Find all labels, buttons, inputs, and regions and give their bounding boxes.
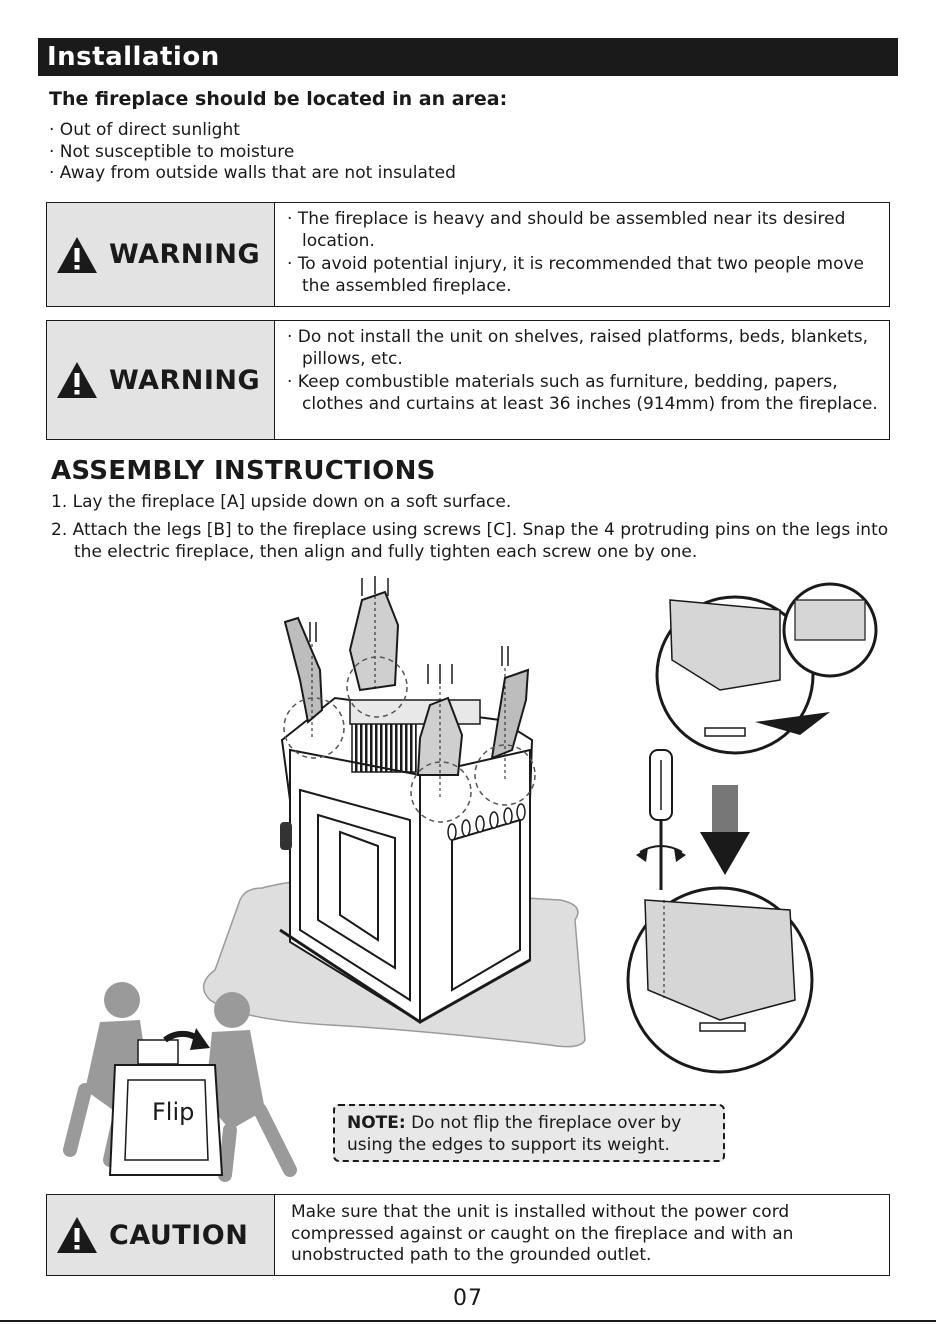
warning-box-1: WARNING · The fireplace is heavy and sho… bbox=[46, 202, 890, 307]
detail-circle-top bbox=[655, 582, 878, 755]
focus-circles bbox=[283, 656, 536, 823]
warning-triangle-icon bbox=[57, 362, 97, 398]
warning-triangle-icon bbox=[57, 236, 97, 273]
location-item: · Out of direct sunlight bbox=[49, 120, 240, 140]
warning-text-list: · Do not install the unit on shelves, ra… bbox=[287, 327, 887, 417]
flip-arrow-icon bbox=[190, 1028, 210, 1050]
assembly-step: 1. Lay the fireplace [A] upside down on … bbox=[51, 492, 512, 512]
screws bbox=[309, 576, 509, 684]
caution-text: Make sure that the unit is installed wit… bbox=[291, 1202, 794, 1265]
assembly-title: ASSEMBLY INSTRUCTIONS bbox=[51, 456, 436, 486]
caution-triangle-icon bbox=[57, 1217, 97, 1253]
warning-item: · Do not install the unit on shelves, ra… bbox=[287, 327, 869, 369]
power-plug bbox=[280, 822, 292, 850]
note-box: NOTE: Do not flip the fireplace over by … bbox=[333, 1104, 725, 1162]
fireplace-oval-holes bbox=[447, 803, 526, 841]
location-list: · Out of direct sunlight · Not susceptib… bbox=[49, 120, 456, 185]
fireplace-legs bbox=[283, 590, 530, 776]
fireplace-top-panel bbox=[349, 699, 481, 725]
caution-box: CAUTION Make sure that the unit is insta… bbox=[46, 1194, 890, 1276]
pointer-arrow-icon bbox=[755, 712, 830, 735]
warning-label: WARNING bbox=[109, 239, 261, 270]
flip-label: Flip bbox=[152, 1098, 195, 1126]
location-item: · Away from outside walls that are not i… bbox=[49, 163, 456, 183]
detail-circle-bottom bbox=[626, 886, 814, 1074]
warning-item: · To avoid potential injury, it is recom… bbox=[287, 254, 864, 296]
down-arrow-icon bbox=[700, 785, 750, 875]
note-text: Do not flip the fireplace over by using … bbox=[347, 1113, 682, 1155]
caution-label-cell: CAUTION bbox=[47, 1195, 275, 1275]
bottom-rule bbox=[0, 1320, 936, 1322]
assembly-illustration bbox=[63, 576, 878, 1182]
warning-label-cell: WARNING bbox=[47, 321, 275, 439]
screwdriver-icon bbox=[636, 749, 686, 890]
fireplace-vent-grille bbox=[351, 721, 417, 773]
warning-label-cell: WARNING bbox=[47, 203, 275, 306]
assembly-steps: 1. Lay the fireplace [A] upside down on … bbox=[51, 491, 901, 569]
guide-lines bbox=[311, 596, 506, 800]
warning-text-list: · The fireplace is heavy and should be a… bbox=[287, 209, 887, 299]
warning-label: WARNING bbox=[109, 364, 261, 396]
warning-item: · The fireplace is heavy and should be a… bbox=[287, 209, 846, 251]
location-item: · Not susceptible to moisture bbox=[49, 141, 295, 162]
note-label: NOTE: bbox=[347, 1113, 406, 1133]
people-flipping-illustration bbox=[63, 982, 297, 1182]
assembly-step: 2. Attach the legs [B] to the fireplace … bbox=[51, 520, 889, 562]
warning-box-2: WARNING · Do not install the unit on she… bbox=[46, 320, 890, 440]
warning-item: · Keep combustible materials such as fur… bbox=[287, 372, 878, 414]
page-number: 07 bbox=[453, 1286, 483, 1311]
section-header-bar bbox=[38, 38, 898, 76]
location-heading: The fireplace should be located in an ar… bbox=[49, 88, 508, 110]
caution-label: CAUTION bbox=[109, 1219, 249, 1251]
section-title: Installation bbox=[47, 42, 220, 72]
